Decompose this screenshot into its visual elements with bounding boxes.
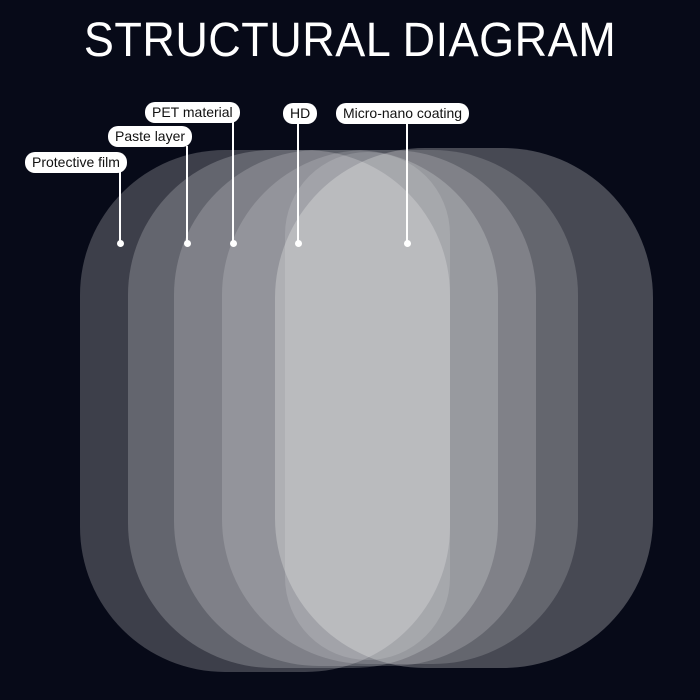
leader-dot-micro-nano-coating (404, 240, 411, 247)
layer-shape-micro-nano-coating (285, 152, 450, 660)
layer-shape-hd (222, 150, 578, 664)
layer-shape-protective-film (80, 150, 450, 672)
leader-line-protective-film (119, 172, 121, 244)
leader-dot-pet-material (230, 240, 237, 247)
layer-shape-pet-material (174, 150, 536, 666)
leader-line-micro-nano-coating (406, 122, 408, 244)
leader-dot-paste-layer (184, 240, 191, 247)
leader-dot-hd (295, 240, 302, 247)
layer-shape-backmost (275, 148, 653, 668)
label-hd: HD (283, 103, 318, 124)
leader-line-pet-material (232, 122, 234, 244)
leader-dot-protective-film (117, 240, 124, 247)
label-paste-layer: Paste layer (108, 126, 193, 147)
layer-shape-paste-layer (128, 150, 498, 668)
label-protective-film: Protective film (25, 152, 127, 173)
label-pet-material: PET material (145, 102, 240, 123)
diagram-title: STRUCTURAL DIAGRAM (83, 11, 617, 67)
leader-line-hd (297, 122, 299, 244)
label-micro-nano-coating: Micro-nano coating (336, 103, 470, 124)
leader-line-paste-layer (186, 146, 188, 244)
